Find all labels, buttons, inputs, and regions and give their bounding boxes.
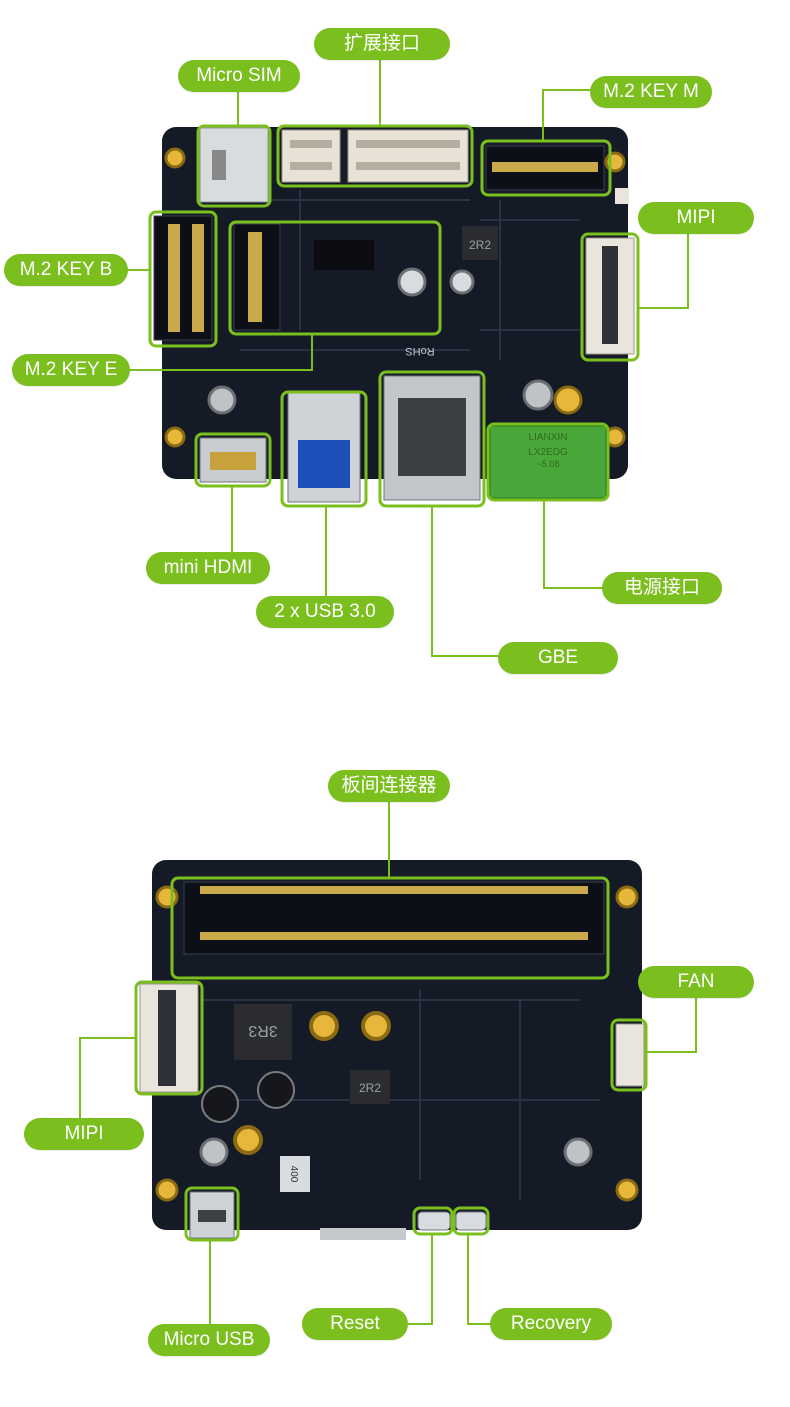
label-micro-sim: Micro SIM	[178, 60, 300, 92]
label-mipi-bottom: MIPI	[24, 1118, 144, 1150]
chip-label: 2R2	[469, 238, 491, 252]
top-highlights	[148, 124, 640, 508]
power-connector-brand: LIANXIN	[529, 432, 568, 443]
mount-hole	[164, 426, 186, 448]
mount-hole	[164, 147, 186, 169]
rohs-silkscreen: RoHS	[405, 345, 434, 357]
label-mini-hdmi: mini HDMI	[146, 552, 270, 584]
recovery-button-shape	[455, 1211, 487, 1231]
label-m2-key-b: M.2 KEY B	[4, 254, 128, 286]
label-reset: Reset	[302, 1308, 408, 1340]
label-recovery: Recovery	[490, 1308, 612, 1340]
label-micro-usb: Micro USB	[148, 1324, 270, 1356]
mount-hole	[155, 1178, 179, 1202]
inductor-label: 3R3	[248, 1022, 277, 1039]
power-connector-pitch: ~5.08	[537, 459, 560, 469]
power-connector-model: LX2EDG	[528, 447, 568, 458]
cap-label: 400	[288, 1166, 299, 1183]
power-connector	[489, 425, 607, 499]
label-board-connector: 板间连接器	[328, 770, 450, 802]
label-mipi-top: MIPI	[638, 202, 754, 234]
top-leader-lines	[128, 56, 689, 657]
label-usb: 2 x USB 3.0	[256, 596, 394, 628]
label-gbe: GBE	[498, 642, 618, 674]
mount-hole	[615, 1178, 639, 1202]
expansion-header-left	[281, 129, 341, 183]
expansion-header-right	[347, 129, 469, 183]
mount-hole	[155, 885, 179, 909]
micro-sim-slot	[199, 127, 269, 203]
mount-hole	[615, 885, 639, 909]
fan-connector	[615, 1023, 645, 1087]
label-fan: FAN	[638, 966, 754, 998]
label-power: 电源接口	[602, 572, 722, 604]
bottom-board: 3R3 2R2 400	[139, 860, 645, 1240]
top-board: 2R2 RoHS LIANXIN LX2EDG ~5.08	[153, 127, 635, 503]
bottom-leader-lines	[79, 800, 697, 1325]
label-expansion: 扩展接口	[314, 28, 450, 60]
label-m2-key-e: M.2 KEY E	[12, 354, 130, 386]
inductor-label-2: 2R2	[359, 1081, 381, 1095]
reset-button-shape	[417, 1211, 451, 1231]
label-m2-key-m: M.2 KEY M	[590, 76, 712, 108]
